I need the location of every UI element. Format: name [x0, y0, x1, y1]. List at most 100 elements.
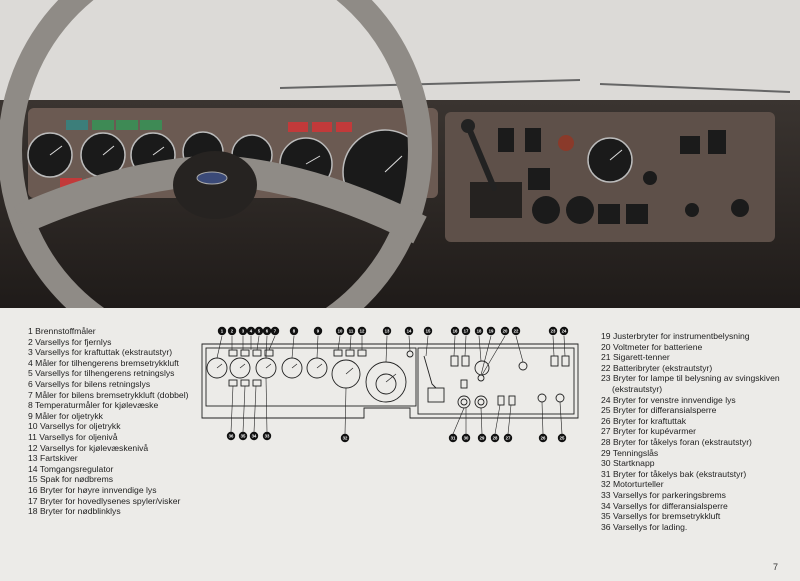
callout-number: 10 [338, 329, 343, 334]
legend-item: 18 Bryter for nødblinklys [28, 506, 121, 517]
legend-item: 15 Spak for nødbrems [28, 474, 114, 485]
legend-item: 32 Motorturteller [601, 479, 664, 490]
callout-marker [500, 326, 510, 336]
callout-number: 23 [551, 329, 556, 334]
legend-item: 34 Varsellys for differansialsperre [601, 500, 728, 511]
callout-marker [557, 433, 567, 443]
callout-marker [461, 326, 471, 336]
legend-item: 1 Brennstoffmåler [28, 326, 96, 336]
callout-number: 1 [221, 329, 224, 334]
callout-marker [461, 433, 471, 443]
callout-marker [450, 326, 460, 336]
legend-item: 9 Måler for oljetrykk [28, 410, 103, 421]
legend-item: 7 Måler for bilens bremsetrykkluft (dobb… [28, 389, 189, 400]
callout-number: 12 [360, 329, 365, 334]
callout-marker [474, 326, 484, 336]
callout-marker [548, 326, 558, 336]
callout-number: 3 [242, 329, 245, 334]
callout-number: 16 [453, 329, 458, 334]
callout-number: 4 [250, 329, 253, 334]
callout-marker [227, 326, 237, 336]
legend-item: 29 Tenningslås [601, 447, 659, 458]
legend-item: 25 Bryter for differansialsperre [601, 405, 717, 416]
legend-item: 10 Varsellys for oljetrykk [28, 421, 121, 432]
callout-marker [254, 326, 264, 336]
legend-item: 36 Varsellys for lading. [601, 521, 688, 532]
legend-right: 19 Justerbryter for instrumentbelysning … [601, 331, 780, 532]
callout-marker [238, 326, 248, 336]
callout-number: 25 [560, 436, 565, 441]
legend-item: (ekstrautstyr) [612, 383, 663, 394]
legend-item: 20 Voltmeter for batteriene [601, 341, 703, 352]
callout-marker [226, 431, 236, 441]
legend-item: 6 Varsellys for bilens retningslys [28, 378, 151, 389]
legend-item: 30 Startknapp [601, 458, 655, 469]
legend-item: 21 Sigarett-tenner [601, 352, 670, 363]
callout-number: 6 [266, 329, 269, 334]
callout-number: 9 [317, 329, 320, 334]
legend-item: 16 Bryter for høyre innvendige lys [28, 484, 157, 495]
callout-marker [559, 326, 569, 336]
callout-marker [511, 326, 521, 336]
callout-number: 22 [514, 329, 519, 334]
legend-left: 1 Brennstoffmåler 2 Varsellys for fjernl… [28, 326, 188, 517]
legend-item: 26 Bryter for kraftuttak [601, 415, 687, 426]
legend-item: 17 Bryter for hovedlysenes spyler/visker [28, 495, 181, 506]
legend-item: 11 Varsellys for oljenivå [28, 431, 118, 442]
legend-item: 5 Varsellys for tilhengerens retningslys [28, 368, 175, 379]
legend-item: 19 Justerbryter for instrumentbelysning [601, 331, 750, 341]
callout-marker [313, 326, 323, 336]
callout-number: 7 [274, 329, 277, 334]
callout-marker [477, 433, 487, 443]
callout-number: 18 [477, 329, 482, 334]
legend-item: 13 Fartskiver [28, 453, 78, 464]
callout-number: 26 [541, 436, 546, 441]
callout-marker [217, 326, 227, 336]
callout-marker [340, 433, 350, 443]
legend-item: 22 Batteribryter (ekstrautstyr) [601, 362, 713, 373]
callout-marker [357, 326, 367, 336]
callout-marker [486, 326, 496, 336]
legend-item: 24 Bryter for venstre innvendige lys [601, 394, 736, 405]
callout-number: 2 [231, 329, 234, 334]
callout-marker [335, 326, 345, 336]
callout-number: 19 [489, 329, 494, 334]
callout-marker [448, 433, 458, 443]
callout-marker [423, 326, 433, 336]
callout-marker [404, 326, 414, 336]
callout-marker [262, 326, 272, 336]
legend-item: 35 Varsellys for bremsetrykkluft [601, 511, 721, 522]
callout-number: 13 [385, 329, 390, 334]
legend-item: 27 Bryter for kupévarmer [601, 426, 697, 437]
callout-number: 11 [349, 329, 354, 334]
callout-number: 34 [252, 434, 257, 439]
dashboard-diagram: 1 2 3 4 5 6 7 8 9 10 11 12 13 14 15 16 1… [201, 326, 579, 443]
callout-marker [382, 326, 392, 336]
page-number: 7 [772, 562, 778, 572]
legend-item: 31 Bryter for tåkelys bak (ekstrautstyr) [601, 468, 747, 479]
callout-number: 29 [480, 436, 485, 441]
legend-item: 12 Varsellys for kjølevæskenivå [28, 442, 149, 453]
legend-item: 2 Varsellys for fjernlys [28, 336, 112, 347]
callout-number: 17 [464, 329, 469, 334]
legend-item: 33 Varsellys for parkeringsbrems [601, 489, 726, 500]
legend-item: 8 Temperaturmåler for kjølevæske [28, 400, 159, 411]
callout-marker [538, 433, 548, 443]
callout-marker [503, 433, 513, 443]
legend-item: 23 Bryter for lampe til belysning av svi… [601, 373, 780, 384]
dashboard-photo [0, 0, 800, 308]
callout-marker [238, 431, 248, 441]
callout-number: 31 [451, 436, 456, 441]
callout-number: 5 [258, 329, 261, 334]
callout-marker [270, 326, 280, 336]
callout-marker [249, 431, 259, 441]
callout-marker [490, 433, 500, 443]
legend-item: 3 Varsellys for kraftuttak (ekstrautstyr… [28, 347, 173, 358]
callout-marker [346, 326, 356, 336]
callout-number: 15 [426, 329, 431, 334]
callout-marker [246, 326, 256, 336]
legend-item: 14 Tomgangsregulator [28, 463, 114, 474]
legend-item: 4 Måler for tilhengerens bremsetrykkluft [28, 357, 179, 368]
callout-number: 30 [464, 436, 469, 441]
